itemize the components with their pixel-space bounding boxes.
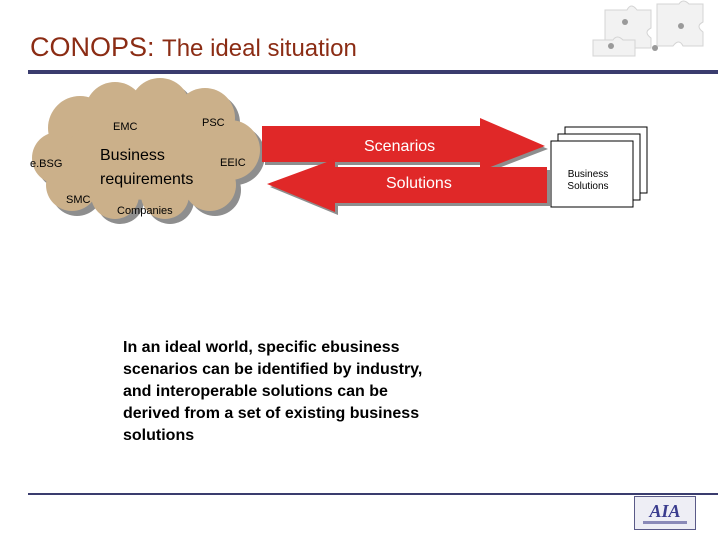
- label-companies: Companies: [117, 205, 173, 217]
- cloud-center-line2: requirements: [100, 171, 193, 188]
- caption-line-1: In an ideal world, specific ebusiness: [123, 339, 400, 356]
- caption-line-3: and interoperable solutions can be: [123, 383, 388, 400]
- title-main: CONOPS:: [30, 32, 155, 62]
- solutions-arrow: [267, 159, 547, 212]
- label-emc: EMC: [113, 121, 138, 133]
- caption-line-4: derived from a set of existing business: [123, 405, 420, 422]
- title-rule: [28, 70, 718, 74]
- title-subtitle: The ideal situation: [162, 35, 357, 62]
- logo-text: AIA: [648, 501, 680, 521]
- caption-line-2: scenarios can be identified by industry,: [123, 361, 423, 378]
- footer-rule: [28, 493, 718, 495]
- slide-title: CONOPS: The ideal situation: [30, 32, 357, 63]
- scenarios-arrow: [262, 118, 545, 171]
- conops-diagram: EMC PSC e.BSG EEIC SMC Companies Busines…: [30, 78, 648, 224]
- solutions-label: Solutions: [386, 175, 452, 192]
- document-front: [550, 140, 634, 208]
- label-ebsg: e.BSG: [30, 158, 62, 170]
- documents-label-line2: Solutions: [567, 181, 608, 192]
- scenarios-label: Scenarios: [364, 138, 435, 155]
- caption-line-5: solutions: [123, 427, 195, 444]
- puzzle-pieces-icon: [592, 0, 704, 57]
- business-solutions-stack: [550, 126, 648, 208]
- cloud-center-line1: Business: [100, 147, 165, 164]
- documents-label-line1: Business: [568, 169, 609, 180]
- business-requirements-cloud: [32, 78, 260, 219]
- label-eeic: EEIC: [220, 157, 246, 169]
- aia-logo: AIA: [634, 496, 696, 530]
- label-psc: PSC: [202, 117, 225, 129]
- label-smc: SMC: [66, 194, 91, 206]
